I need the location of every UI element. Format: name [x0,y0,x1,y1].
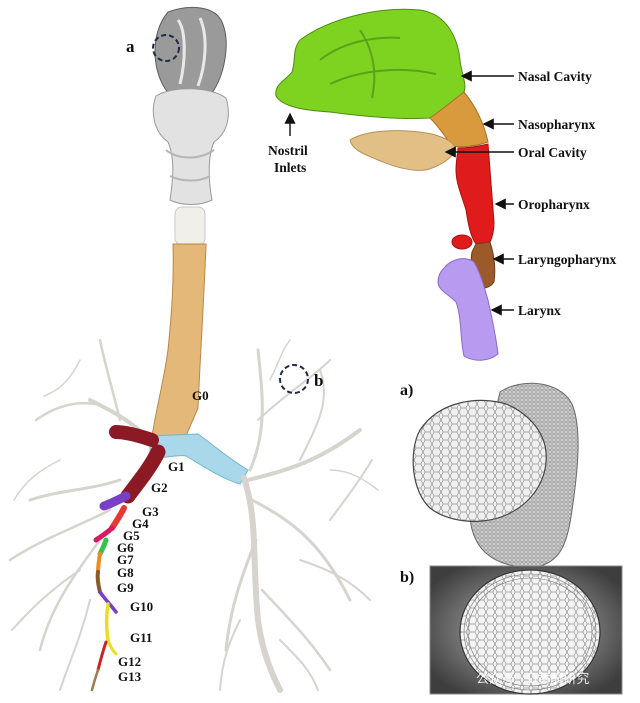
region-labels: Nasal Cavity Nasopharynx Oral Cavity Oro… [268,69,617,318]
label-laryngopharynx: Laryngopharynx [518,252,617,267]
label-g3: G3 [142,504,159,519]
region-oral-cavity [349,130,457,171]
main-bronchi-g1 [149,433,249,485]
g11-branch [106,638,118,656]
label-nostril-line2: Inlets [274,160,306,175]
label-g7: G7 [117,552,134,567]
g6-branch [97,537,109,557]
panel-marker-b: b [314,371,323,390]
label-g10: G10 [130,599,153,614]
left-lung-branches [8,338,152,691]
trachea-g0 [151,243,207,437]
g12-branch [96,640,108,672]
label-g1: G1 [168,459,185,474]
panel-marker-a: a [126,37,135,56]
g3-branch [99,491,131,511]
region-larynx [437,258,499,361]
generation-path [90,425,166,692]
label-g6: G6 [117,540,134,555]
mesh-panel-b: b) 公众号 · D黄酮研究 [400,565,623,695]
region-nasal-cavity [275,8,466,120]
upper-airway-model: Nasal Cavity Nasopharynx Oral Cavity Oro… [268,8,617,361]
label-g9: G9 [117,580,134,595]
label-g8: G8 [117,565,134,580]
label-nostril-line1: Nostril [268,143,308,158]
g7-branch [96,552,102,574]
label-g12: G12 [118,654,141,669]
g9-branch [98,590,118,614]
g1-left-branch [109,425,159,447]
label-g13: G13 [118,669,142,684]
region-nasopharynx [429,91,489,148]
nasal-head-structure [152,6,229,246]
label-larynx: Larynx [518,303,561,318]
label-g2: G2 [151,480,168,495]
marker-circle-a [152,34,180,62]
g4-branch [109,505,127,531]
label-g0: G0 [192,388,209,403]
label-g5: G5 [123,528,140,543]
region-arrows [284,70,514,316]
g5-branch [93,525,115,543]
mesh-panel-b-label: b) [400,569,414,586]
mesh-panel-a: a) [400,382,579,568]
g2-branch [120,444,166,504]
mesh-panel-a-label: a) [400,382,413,399]
label-nasal-cavity: Nasal Cavity [518,69,592,84]
g13-branch [90,668,100,692]
marker-circle-b [279,364,309,394]
label-g4: G4 [132,516,149,531]
label-g11: G11 [130,630,152,645]
region-oropharynx [455,143,495,245]
label-oral-cavity: Oral Cavity [518,145,587,160]
label-oropharynx: Oropharynx [518,197,590,212]
full-airway-model: a [8,6,379,693]
watermark: 公众号 · D黄酮研究 [476,672,589,687]
generation-labels: G0 G1 G2 G3 G4 G5 G6 G7 G8 G9 G10 G11 G1… [117,388,209,684]
label-nasopharynx: Nasopharynx [518,117,596,132]
right-lung-branches [219,339,379,693]
epiglottis-bulge [451,234,473,250]
g10-branch [104,602,110,642]
g8-branch [95,570,102,594]
